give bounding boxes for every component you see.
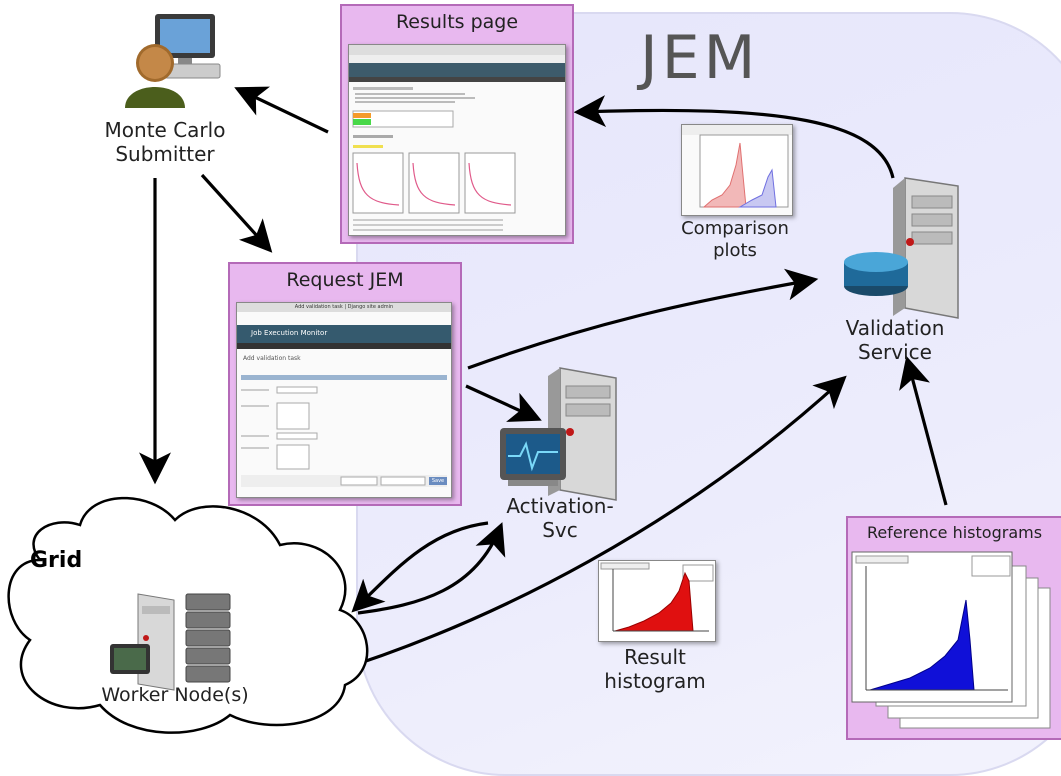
arrow-submitter-to-request	[200, 173, 273, 253]
activation-server-icon	[500, 367, 617, 501]
worker-node-icons	[110, 593, 231, 691]
arrow-request-to-validation	[467, 268, 819, 370]
comparison-label-line2: plots	[713, 239, 757, 261]
validation-label: Validation Service	[815, 316, 975, 364]
comparison-label-line1: Comparison	[681, 218, 789, 239]
arrow-request-to-activation	[465, 384, 542, 422]
request-form-save-button[interactable]: Save	[429, 477, 447, 485]
request-form-menu	[237, 343, 451, 349]
grid-label: Grid	[30, 548, 83, 573]
validation-label-line2: Service	[858, 340, 932, 364]
result-histogram	[598, 560, 716, 642]
arrow-results-to-submitter	[234, 86, 329, 134]
result-label-line1: Result	[624, 645, 686, 669]
results-page-title: Results page	[395, 11, 519, 33]
request-jem-title: Request JEM	[286, 269, 404, 291]
comparison-label: Comparison plots	[670, 218, 800, 261]
validation-server-icon	[844, 177, 959, 319]
request-form-nav-title: Job Execution Monitor	[251, 329, 328, 337]
arrow-grid-to-activation	[357, 522, 506, 615]
result-label-line2: histogram	[604, 669, 706, 693]
activation-label-line1: Activation-	[506, 494, 614, 518]
arrow-reference-to-validation	[899, 355, 948, 506]
request-form-fields	[241, 375, 447, 487]
request-form-window-title: Add validation task | Django site admin	[237, 303, 451, 312]
arrow-activation-to-grid	[351, 521, 489, 613]
submitter-label-line2: Submitter	[115, 142, 215, 166]
results-page-screenshot	[348, 44, 566, 236]
comparison-plot-miniature	[682, 125, 792, 208]
submitter-label: Monte Carlo Submitter	[90, 118, 240, 166]
worker-label: Worker Node(s)	[101, 684, 249, 706]
request-form-nav: Job Execution Monitor	[237, 325, 451, 343]
reference-histograms-stack	[851, 551, 1051, 729]
request-form-heading: Add validation task	[243, 355, 301, 362]
submitter-icon	[125, 14, 221, 108]
result-label: Result histogram	[590, 645, 720, 693]
result-histogram-miniature	[599, 561, 715, 641]
request-form-screenshot: Add validation task | Django site admin …	[236, 302, 452, 498]
arrow-validation-to-results	[573, 95, 895, 179]
results-page-miniature	[349, 45, 565, 231]
jem-title: JEM	[640, 23, 760, 93]
activation-label-line2: Svc	[542, 518, 578, 542]
submitter-label-line1: Monte Carlo	[104, 118, 226, 142]
comparison-plot	[681, 124, 793, 216]
reference-histograms-title: Reference histograms	[866, 523, 1043, 542]
activation-label: Activation- Svc	[490, 494, 630, 542]
validation-label-line1: Validation	[845, 316, 945, 340]
